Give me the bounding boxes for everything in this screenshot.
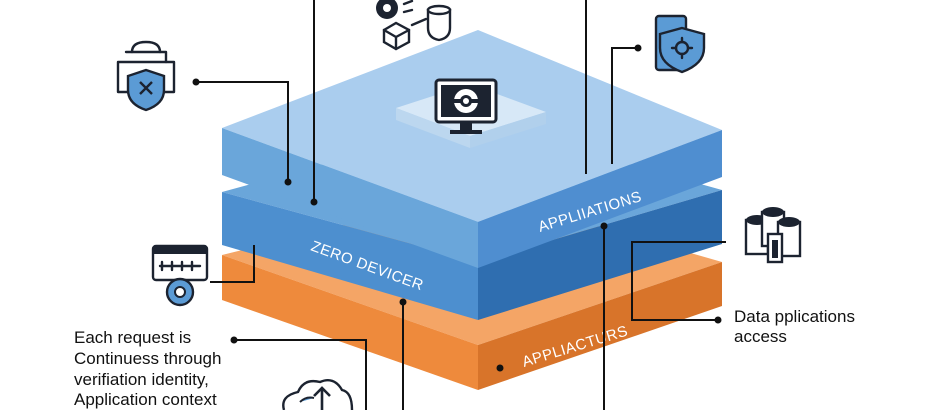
right-note-line-2: access bbox=[734, 327, 787, 346]
database-cylinders-icon bbox=[744, 207, 802, 264]
left-note-line-1: Each request is bbox=[74, 328, 191, 347]
database-shapes-icon bbox=[376, 0, 452, 51]
leader-lines bbox=[192, 0, 726, 410]
blue-layer-right-face bbox=[478, 190, 722, 320]
left-note-line-4: Application context bbox=[74, 390, 217, 409]
security-lock-shield-icon bbox=[116, 40, 176, 112]
left-note: Each request is Continuess through verif… bbox=[74, 328, 221, 409]
top-layer-right-face bbox=[478, 130, 722, 268]
blue-layer-left-face bbox=[222, 192, 478, 320]
right-note-line-1: Data pplications bbox=[734, 307, 855, 326]
orange-layer-left-face bbox=[222, 255, 478, 390]
top-layer-center-tile-side bbox=[396, 108, 470, 148]
cloud-upload-icon bbox=[282, 379, 354, 410]
right-note: Data pplications access bbox=[734, 307, 855, 346]
shield-device-icon bbox=[654, 14, 706, 74]
orange-layer-right-face bbox=[478, 262, 722, 390]
access-panel-icon bbox=[151, 244, 209, 307]
top-layer-center-tile-side-right bbox=[470, 112, 546, 148]
left-note-line-3: verifiation identity, bbox=[74, 370, 209, 389]
top-layer-left-face bbox=[222, 128, 478, 268]
left-note-line-2: Continuess through bbox=[74, 349, 221, 368]
server-monitor-icon bbox=[434, 78, 498, 134]
